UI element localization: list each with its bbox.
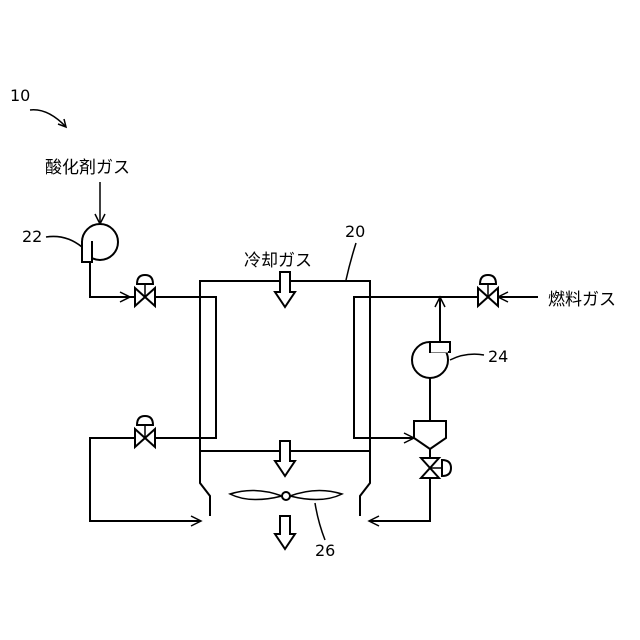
- fan-ref: 26: [315, 541, 335, 560]
- oxidant-blower-ref: 22: [22, 227, 42, 246]
- fuel-gas-label: 燃料ガス: [548, 290, 616, 310]
- oxidant-blower: [82, 224, 118, 262]
- oxidant-supply-valve: [135, 275, 155, 306]
- fuel-cell-leader: [346, 243, 356, 280]
- fuel-blower-ref: 24: [488, 347, 508, 366]
- oxidant-gas-label: 酸化剤ガス: [45, 158, 130, 178]
- drain-return-line: [370, 478, 430, 521]
- oxidant-blower-leader: [46, 236, 82, 247]
- oxidant-exhaust-valve: [135, 416, 155, 447]
- stack-right-channel: [354, 297, 370, 438]
- exhaust-down-arrow: [275, 516, 295, 549]
- cooling-fan: [230, 490, 342, 500]
- figure-ref-label: 10: [10, 86, 30, 105]
- fuel-blower-leader: [450, 354, 484, 360]
- fuel-supply-valve: [478, 275, 498, 306]
- fan-leader: [315, 503, 325, 540]
- drain-valve: [421, 458, 451, 478]
- oxidant-exhaust-line: [90, 438, 200, 521]
- fuel-blower: [412, 342, 450, 378]
- fan-shroud-right: [360, 451, 370, 516]
- cooling-in-arrow: [275, 272, 295, 307]
- gas-liquid-separator: [414, 421, 446, 449]
- cooling-out-arrow: [275, 441, 295, 476]
- cooling-gas-label: 冷却ガス: [244, 251, 312, 271]
- fan-shroud-left: [200, 451, 210, 516]
- stack-left-channel: [200, 297, 216, 438]
- fuel-cell-ref: 20: [345, 222, 365, 241]
